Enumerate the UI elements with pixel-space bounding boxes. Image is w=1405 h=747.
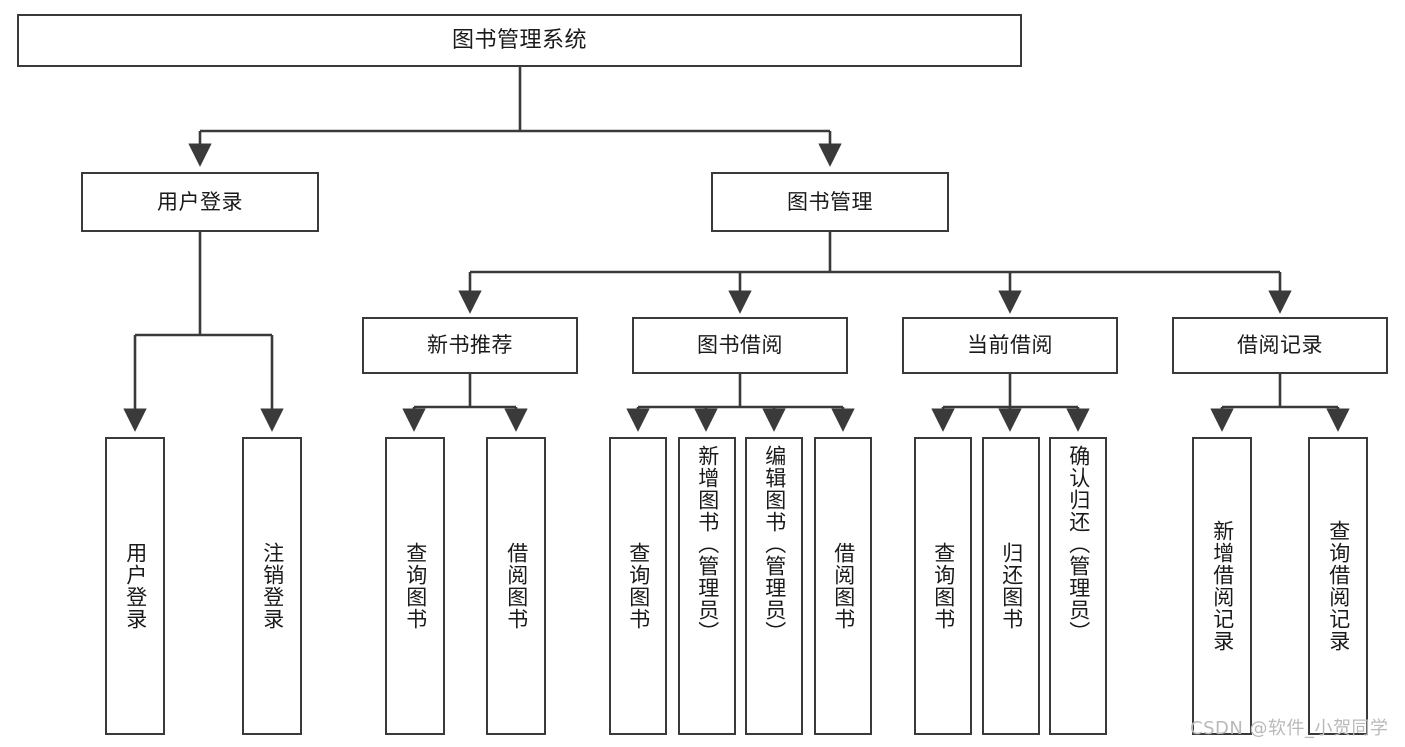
leaf-borrow-query-book[interactable]: 查询图书 [609, 437, 667, 735]
node-root-system[interactable]: 图书管理系统 [17, 14, 1022, 67]
node-user-login[interactable]: 用户登录 [81, 172, 319, 232]
leaf-borrow-add-book-admin[interactable]: 新增图书（管理员） [678, 437, 736, 735]
leaf-user-login-logout[interactable]: 注销登录 [242, 437, 302, 735]
leaf-record-query-record[interactable]: 查询借阅记录 [1308, 437, 1368, 735]
leaf-recommend-query-book[interactable]: 查询图书 [385, 437, 445, 735]
node-label: 查询图书 [626, 542, 651, 630]
node-label: 确认归还（管理员） [1066, 445, 1091, 643]
node-borrow-record[interactable]: 借阅记录 [1172, 317, 1388, 374]
node-book-management[interactable]: 图书管理 [711, 172, 949, 232]
node-label: 借阅记录 [1237, 333, 1323, 358]
node-label: 新书推荐 [427, 333, 513, 358]
node-book-borrow[interactable]: 图书借阅 [632, 317, 848, 374]
leaf-current-return-book[interactable]: 归还图书 [982, 437, 1040, 735]
node-label: 图书借阅 [697, 333, 783, 358]
node-label: 编辑图书（管理员） [762, 445, 787, 643]
leaf-current-query-book[interactable]: 查询图书 [914, 437, 972, 735]
node-label: 图书管理系统 [451, 27, 587, 53]
node-label: 查询借阅记录 [1326, 520, 1351, 652]
node-label: 查询图书 [931, 542, 956, 630]
leaf-borrow-edit-book-admin[interactable]: 编辑图书（管理员） [745, 437, 803, 735]
node-label: 查询图书 [403, 542, 428, 630]
node-label: 图书管理 [787, 189, 873, 214]
node-label: 注销登录 [260, 542, 285, 630]
leaf-record-add-record[interactable]: 新增借阅记录 [1192, 437, 1252, 735]
node-label: 借阅图书 [831, 542, 856, 630]
leaf-current-confirm-return-admin[interactable]: 确认归还（管理员） [1049, 437, 1107, 735]
node-label: 用户登录 [123, 542, 148, 630]
node-new-book-recommend[interactable]: 新书推荐 [362, 317, 578, 374]
leaf-borrow-borrow-book[interactable]: 借阅图书 [814, 437, 872, 735]
leaf-recommend-borrow-book[interactable]: 借阅图书 [486, 437, 546, 735]
node-label: 用户登录 [157, 189, 243, 214]
node-label: 当前借阅 [967, 333, 1053, 358]
node-label: 新增借阅记录 [1210, 520, 1235, 652]
watermark: CSDN @软件_小贺同学 [1190, 718, 1389, 739]
leaf-user-login-login[interactable]: 用户登录 [105, 437, 165, 735]
node-current-borrow[interactable]: 当前借阅 [902, 317, 1118, 374]
node-label: 借阅图书 [504, 542, 529, 630]
node-label: 新增图书（管理员） [695, 445, 720, 643]
node-label: 归还图书 [999, 542, 1024, 630]
